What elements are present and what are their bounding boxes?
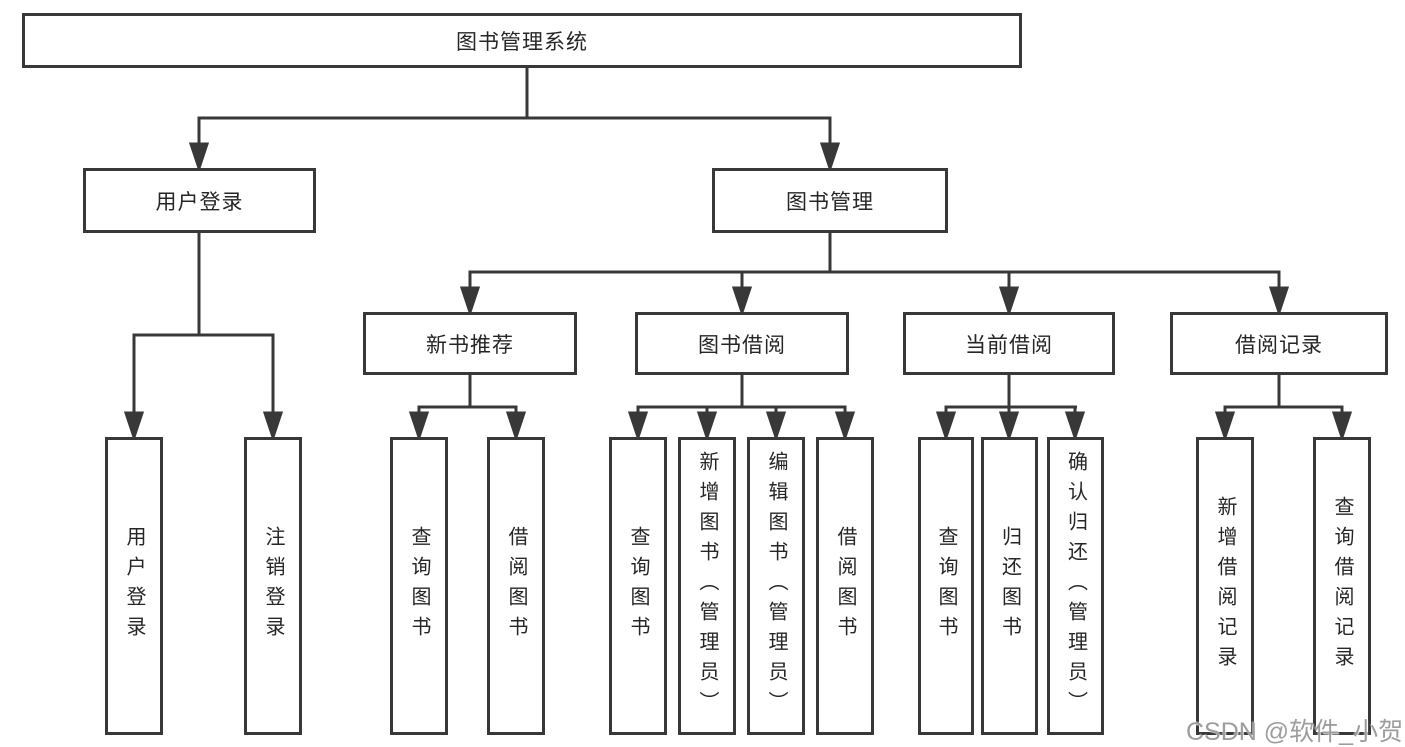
csdn-watermark: CSDN @软件_小贺同学 xyxy=(1186,718,1405,746)
leaf-borrow-books-recommend: 借阅图书 xyxy=(487,437,545,735)
node-book-management: 图书管理 xyxy=(712,168,948,233)
leaf-query-books-borrow: 查询图书 xyxy=(609,437,667,735)
node-label: 查询图书 xyxy=(935,526,957,646)
node-label: 确认归还（管理员） xyxy=(1064,451,1087,721)
leaf-confirm-return-admin: 确认归还（管理员） xyxy=(1047,437,1104,735)
node-label: 图书管理 xyxy=(786,190,874,214)
node-label: 归还图书 xyxy=(998,526,1021,646)
leaf-add-borrow-record: 新增借阅记录 xyxy=(1196,437,1254,735)
node-label: 编辑图书（管理员） xyxy=(765,451,787,721)
node-label: 用户登录 xyxy=(155,190,244,214)
connector-new-book-recommend xyxy=(408,375,527,442)
connector-root xyxy=(188,68,841,173)
connector-book-management xyxy=(459,233,1290,317)
connector-current-borrow xyxy=(935,375,1086,442)
leaf-query-borrow-record: 查询借阅记录 xyxy=(1313,437,1371,735)
node-borrow-records: 借阅记录 xyxy=(1170,312,1388,375)
node-label: 查询借阅记录 xyxy=(1331,496,1353,676)
node-label: 查询图书 xyxy=(627,526,649,646)
node-label: 图书借阅 xyxy=(698,333,786,357)
leaf-edit-books-admin: 编辑图书（管理员） xyxy=(747,437,805,735)
connector-book-borrow xyxy=(627,375,856,442)
connector-user-login xyxy=(123,233,284,442)
leaf-logout: 注销登录 xyxy=(244,437,302,735)
node-label: 图书管理系统 xyxy=(456,30,588,54)
node-label: 当前借阅 xyxy=(965,333,1053,357)
node-label: 新增借阅记录 xyxy=(1214,496,1236,676)
node-root: 图书管理系统 xyxy=(22,13,1022,68)
leaf-user-login: 用户登录 xyxy=(105,437,163,735)
leaf-return-books: 归还图书 xyxy=(981,437,1038,735)
node-user-login: 用户登录 xyxy=(83,168,316,233)
node-label: 新书推荐 xyxy=(426,333,514,357)
connector-borrow-records xyxy=(1214,375,1353,442)
node-label: 注销登录 xyxy=(262,526,284,646)
node-label: 新增图书（管理员） xyxy=(696,451,718,721)
node-book-borrow: 图书借阅 xyxy=(635,312,849,375)
node-label: 借阅图书 xyxy=(834,526,856,646)
node-label: 借阅记录 xyxy=(1235,333,1323,357)
node-label: 查询图书 xyxy=(408,526,430,646)
node-new-book-recommend: 新书推荐 xyxy=(363,312,577,375)
node-label: 借阅图书 xyxy=(505,526,527,646)
leaf-query-books-recommend: 查询图书 xyxy=(390,437,448,735)
leaf-add-books-admin: 新增图书（管理员） xyxy=(678,437,736,735)
node-label: 用户登录 xyxy=(123,526,145,646)
leaf-borrow-books: 借阅图书 xyxy=(816,437,874,735)
leaf-query-books-current: 查询图书 xyxy=(918,437,974,735)
node-current-borrow: 当前借阅 xyxy=(903,312,1115,375)
